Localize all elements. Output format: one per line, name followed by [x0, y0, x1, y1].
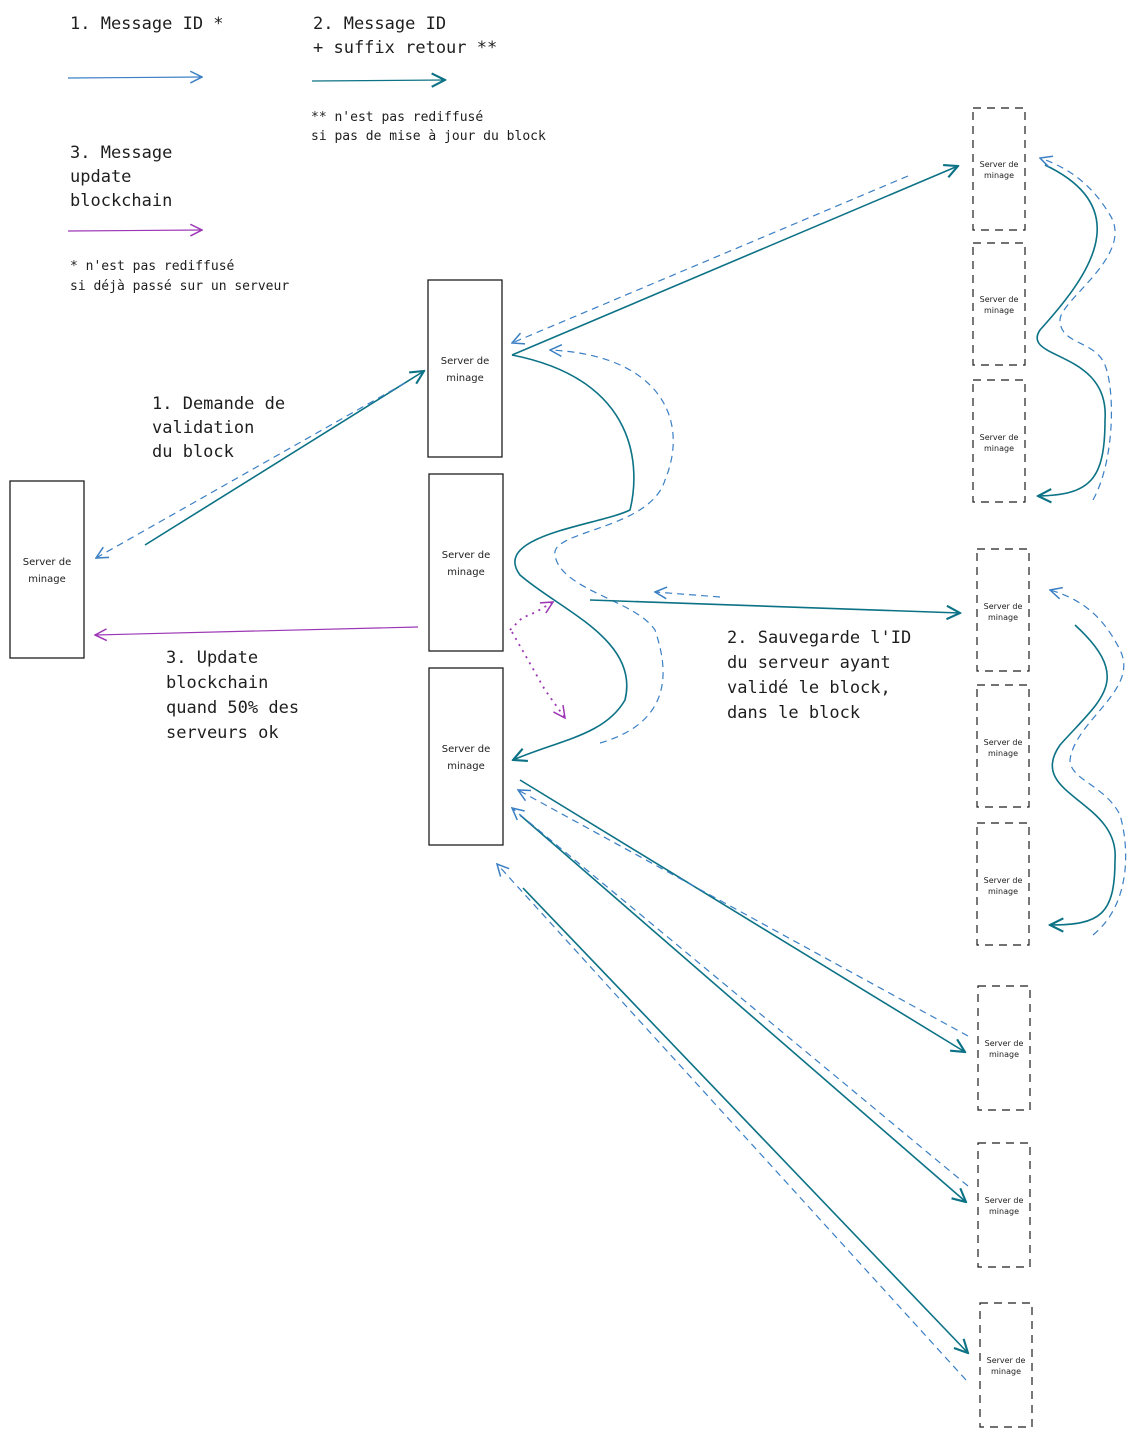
server-right-group1-c-label-line1: Server de: [980, 433, 1019, 442]
server-right-group1-b-label-line2: minage: [984, 306, 1014, 315]
step1-line2: validation: [152, 418, 254, 438]
server-middle-bottom-label-line1: Server de: [442, 744, 490, 755]
server-left-label-line1: Server de: [23, 557, 71, 568]
legend-arrow-message-id: [67, 77, 202, 78]
server-right-group2-a: Server de minage: [976, 548, 1030, 672]
legend-arrow-message-id-suffix: [311, 80, 445, 81]
server-right-single-3-label-line1: Server de: [987, 1356, 1026, 1365]
server-right-group1-b: Server de minage: [972, 242, 1026, 366]
server-right-group2-c-label-line1: Server de: [984, 876, 1023, 885]
arrow-right-group1-to-middle-top-dashed: [512, 175, 909, 343]
arrow-middle-top-to-right-group1: [511, 166, 958, 356]
server-right-single-2-label-line2: minage: [989, 1207, 1019, 1216]
server-middle-center-label-line1: Server de: [442, 550, 490, 561]
server-right-single-3-label-line2: minage: [991, 1367, 1021, 1376]
server-right-group1-c-label-line2: minage: [984, 444, 1014, 453]
annotations: 1. Demande de validation du block 2. Sau…: [152, 394, 911, 743]
legend-item3-title-line3: blockchain: [70, 191, 172, 211]
arrow-single-3-to-middle-bottom-dashed: [497, 864, 967, 1381]
server-middle-top: Server de minage: [427, 279, 503, 458]
server-right-single-1: Server de minage: [977, 985, 1031, 1111]
legend: 1. Message ID * 2. Message ID + suffix r…: [67, 14, 546, 294]
server-right-single-2-label-line1: Server de: [985, 1196, 1024, 1205]
legend-item2-note-line2: si pas de mise à jour du block: [311, 129, 546, 144]
server-right-single-1-label-line1: Server de: [985, 1039, 1024, 1048]
arrow-single-1-to-middle-bottom-dashed: [518, 790, 969, 1037]
server-right-group1-b-label-line1: Server de: [980, 295, 1019, 304]
legend-item2-title-line1: 2. Message ID: [313, 14, 446, 34]
dotted-update-arrow-up: [509, 602, 553, 631]
server-middle-bottom-label-line2: minage: [447, 761, 485, 772]
server-right-group2-c-label-line2: minage: [988, 887, 1018, 896]
step1-line1: 1. Demande de: [152, 394, 285, 414]
step1-line3: du block: [152, 442, 234, 462]
dotted-update-arrow-down: [511, 631, 565, 718]
curve-middle-top-to-middle-bottom: [512, 354, 635, 760]
connectors: [95, 158, 1127, 1381]
server-right-group1-a-label-line1: Server de: [980, 160, 1019, 169]
server-right-single-2: Server de minage: [977, 1142, 1031, 1268]
server-right-group2-a-label-line2: minage: [988, 613, 1018, 622]
step2-line4: dans le block: [727, 703, 860, 723]
curve-middle-bottom-to-middle-top-dashed: [550, 350, 674, 744]
arrow-middle-bottom-to-single-3: [522, 887, 968, 1353]
server-right-single-3: Server de minage: [979, 1302, 1033, 1428]
server-right-group2-a-label-line1: Server de: [984, 602, 1023, 611]
server-middle-bottom: Server de minage: [428, 667, 504, 846]
arrow-left-to-middle-top: [144, 371, 424, 546]
legend-arrow-update-blockchain: [67, 230, 202, 231]
curve-right-group2-internal-dashed: [1050, 590, 1127, 936]
legend-item2-title-line2: + suffix retour **: [313, 38, 497, 58]
server-right-group1-a-label-line2: minage: [984, 171, 1014, 180]
step3-line3: quand 50% des: [166, 698, 299, 718]
arrow-single-2-to-middle-bottom-dashed: [512, 808, 969, 1187]
legend-item3-title-line1: 3. Message: [70, 143, 172, 163]
arrow-middle-bottom-to-single-1: [519, 779, 965, 1052]
step3-line4: serveurs ok: [166, 723, 279, 743]
arrow-right-group2-return-dashed: [655, 592, 721, 597]
server-right-group1-a: Server de minage: [972, 107, 1026, 231]
arrow-middle-to-right-group2: [589, 599, 960, 613]
step2-line1: 2. Sauvegarde l'ID: [727, 628, 911, 648]
legend-item1-note-line1: * n'est pas rediffusé: [70, 259, 235, 274]
legend-item1-title: 1. Message ID *: [70, 14, 224, 34]
arrow-middle-bottom-to-single-2: [519, 814, 966, 1202]
curve-right-group1-internal-dashed: [1040, 158, 1116, 501]
arrow-update-blockchain: [95, 626, 419, 635]
server-right-group2-b-label-line1: Server de: [984, 738, 1023, 747]
step3-line2: blockchain: [166, 673, 268, 693]
step2-line2: du serveur ayant: [727, 653, 891, 673]
server-middle-top-label-line1: Server de: [441, 356, 489, 367]
server-middle-top-label-line2: minage: [446, 373, 484, 384]
server-right-group2-b-label-line2: minage: [988, 749, 1018, 758]
legend-item2-note-line1: ** n'est pas rediffusé: [311, 110, 483, 125]
server-left-label-line2: minage: [28, 574, 66, 585]
server-right-group2-c: Server de minage: [976, 822, 1030, 946]
server-middle-center-label-line2: minage: [447, 567, 485, 578]
server-left: Server de minage: [9, 480, 85, 659]
step3-line1: 3. Update: [166, 648, 258, 668]
curve-right-group2-internal: [1050, 624, 1116, 925]
server-right-single-1-label-line2: minage: [989, 1050, 1019, 1059]
legend-item3-title-line2: update: [70, 167, 131, 187]
legend-item1-note-line2: si déjà passé sur un serveur: [70, 279, 289, 294]
server-middle-center: Server de minage: [428, 473, 504, 652]
curve-right-group1-internal: [1037, 164, 1106, 496]
server-right-group2-b: Server de minage: [976, 684, 1030, 808]
step2-line3: validé le block,: [727, 678, 891, 698]
server-right-group1-c: Server de minage: [972, 379, 1026, 503]
